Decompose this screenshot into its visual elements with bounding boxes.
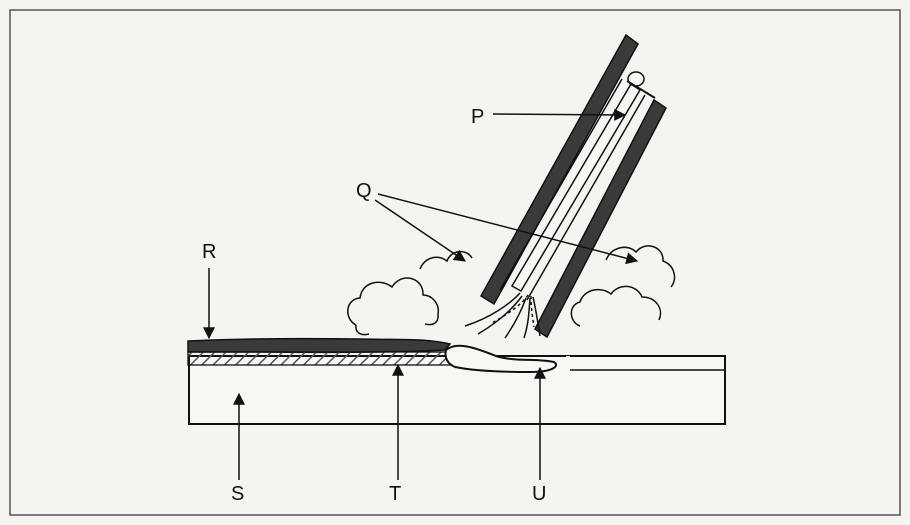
label-r: R — [202, 241, 216, 263]
electrode-assembly — [479, 33, 667, 339]
label-t: T — [389, 483, 401, 505]
electrode-holder-inner-line-2 — [526, 94, 646, 301]
label-s: S — [231, 483, 244, 505]
slag-layer — [187, 337, 452, 354]
diagram-frame — [9, 9, 901, 516]
electrode-holder-left-wall — [479, 33, 639, 306]
arrow-q-left — [374, 199, 466, 262]
electrode-crossbar — [626, 80, 656, 99]
arrow-q-right — [377, 193, 639, 265]
arrow-p — [492, 108, 627, 121]
gas-cloud-right — [570, 245, 676, 327]
weld-metal-hatch — [187, 351, 455, 366]
molten-pool — [444, 344, 558, 374]
electrode-holder-right-wall — [534, 98, 667, 339]
arc-lines — [464, 292, 541, 339]
label-p: P — [471, 106, 484, 128]
label-u: U — [532, 483, 546, 505]
label-q: Q — [356, 180, 372, 202]
